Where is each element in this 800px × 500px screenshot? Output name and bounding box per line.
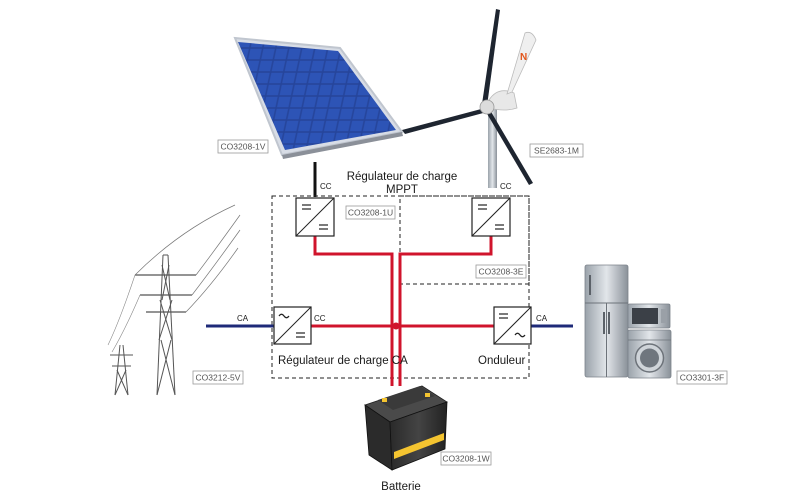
mppt-right-code-tag: CO3208-3E — [475, 264, 527, 279]
ca-label-right: CA — [536, 314, 548, 323]
dc-bus-junction — [392, 322, 400, 330]
wind-turbine-mark: N — [520, 52, 527, 63]
svg-text:CO3212-5V: CO3212-5V — [196, 373, 241, 383]
svg-text:CO3301-3F: CO3301-3F — [680, 373, 724, 383]
battery-code-tag: CO3208-1W — [440, 451, 492, 466]
wind-turbine: N — [402, 9, 537, 188]
mppt-right-inner-box — [399, 195, 530, 285]
power-grid-pylons — [107, 204, 241, 396]
dc-wiring — [311, 236, 494, 386]
cc-label-mid: CC — [314, 314, 326, 323]
svg-text:CO3208-1U: CO3208-1U — [348, 208, 393, 218]
grid-code-tag: CO3212-5V — [192, 370, 244, 385]
svg-text:CO3208-1V: CO3208-1V — [221, 142, 266, 152]
solar-panel — [233, 36, 404, 159]
mppt-converter-left — [295, 197, 335, 237]
battery — [364, 385, 448, 471]
ca-label-left: CA — [237, 314, 249, 323]
svg-text:SE2683-1M: SE2683-1M — [534, 146, 579, 156]
ac-charger-converter — [273, 306, 312, 345]
battery-label: Batterie — [381, 481, 421, 493]
inverter-label: Onduleur — [478, 355, 525, 367]
inverter-converter — [493, 306, 532, 345]
ac-charge-regulator-label: Régulateur de charge CA — [278, 355, 408, 367]
cc-label-right: CC — [500, 182, 512, 191]
mppt-left-code-tag: CO3208-1U — [345, 205, 396, 220]
solar-code-tag: CO3208-1V — [217, 139, 269, 154]
svg-text:CO3208-3E: CO3208-3E — [479, 267, 524, 277]
svg-text:CO3208-1W: CO3208-1W — [442, 454, 489, 464]
mppt-converter-right — [471, 197, 511, 237]
mppt-title-line1: Régulateur de charge — [347, 171, 458, 183]
cc-label-left: CC — [320, 182, 332, 191]
home-appliances — [584, 264, 672, 379]
appliances-code-tag: CO3301-3F — [676, 370, 728, 385]
wind-code-tag: SE2683-1M — [529, 143, 584, 158]
mppt-title-line2: MPPT — [386, 184, 418, 196]
